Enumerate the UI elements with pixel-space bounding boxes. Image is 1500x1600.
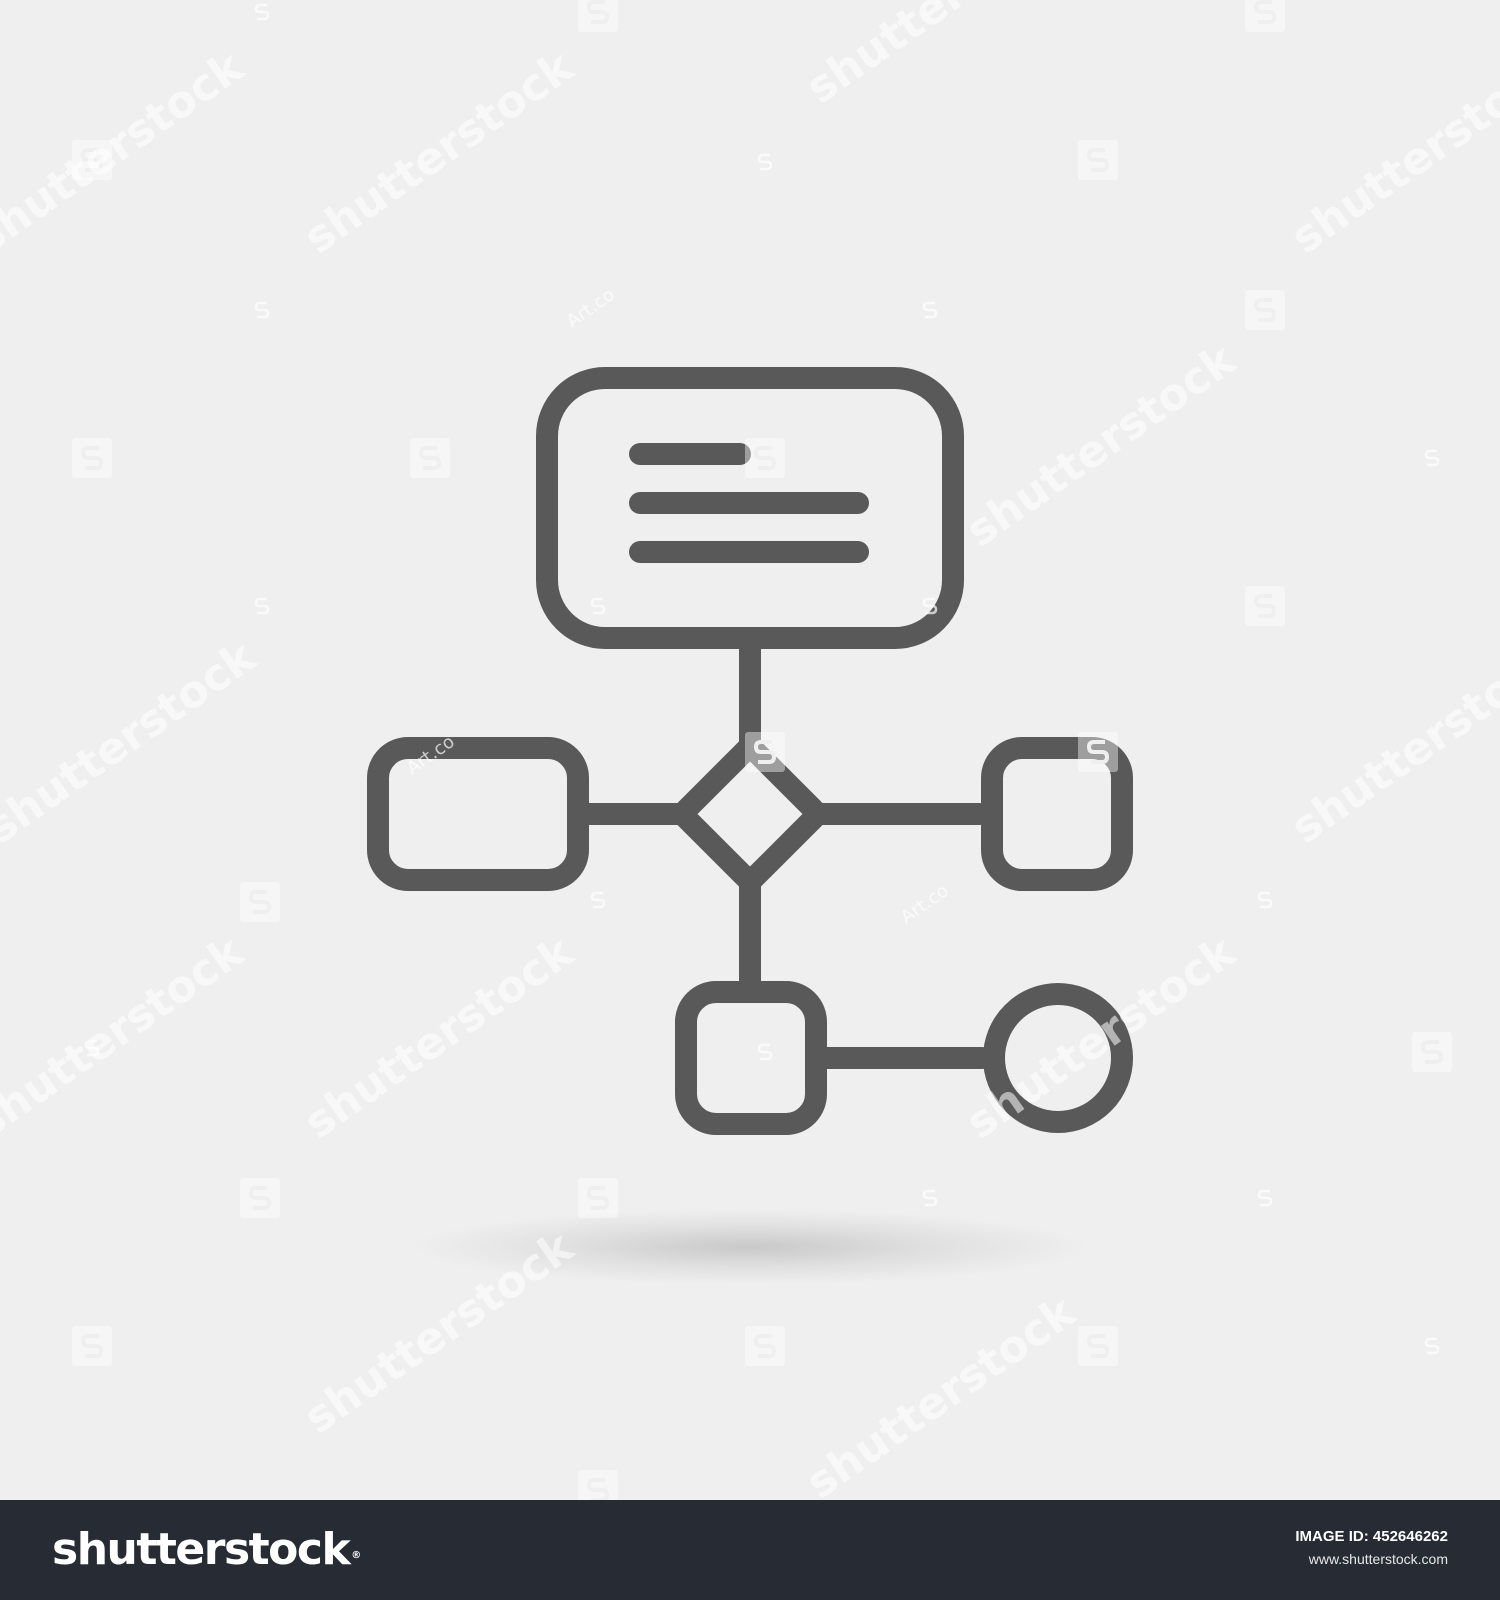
drop-shadow [410, 1209, 1090, 1285]
image-canvas: shutterstock shutterstock shutterstock s… [70, 0, 1454, 1500]
brand-logo: shutterstock® [52, 1520, 361, 1580]
image-id-value: 452646262 [1372, 1528, 1448, 1545]
logo-text: shutterstock [52, 1524, 351, 1575]
image-meta: IMAGE ID: 452646262 www.shutterstock.com [1295, 1526, 1448, 1570]
left-process-node [367, 737, 589, 891]
right-process-node [981, 737, 1133, 891]
flowchart-icon [367, 367, 1133, 1135]
footer-bar: shutterstock® IMAGE ID: 452646262 www.sh… [0, 1500, 1500, 1600]
site-url: www.shutterstock.com [1308, 1551, 1448, 1567]
decision-diamond-node [671, 735, 829, 893]
bottom-process-node [675, 981, 827, 1135]
registered-mark: ® [351, 1550, 361, 1561]
image-id-label: IMAGE ID: [1295, 1528, 1369, 1545]
text-block-node [536, 367, 964, 649]
illustration-svg: shutterstock shutterstock shutterstock s… [70, 0, 1454, 1500]
terminal-circle-node [983, 983, 1133, 1133]
image-id-line: IMAGE ID: 452646262 [1295, 1526, 1448, 1548]
